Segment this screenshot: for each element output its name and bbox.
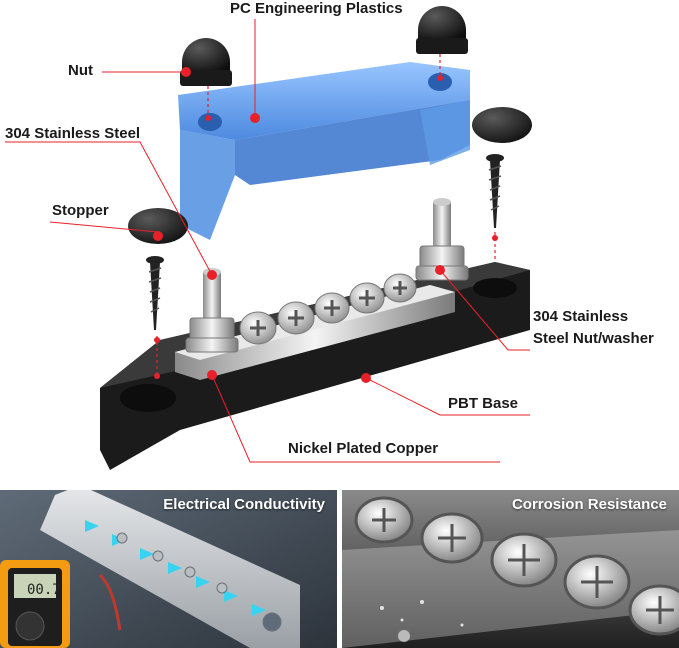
stud-right [415,198,469,281]
exploded-view-diagram [5,6,532,470]
label-nickel-plated-copper: Nickel Plated Copper [288,440,439,457]
stud-left [185,268,239,353]
label-stopper: Stopper [52,202,109,219]
title-electrical-conductivity: Electrical Conductivity [163,496,325,513]
label-nut: Nut [68,62,93,79]
corrosion-photo [342,490,679,648]
label-nut-washer-line2: Steel Nut/washer [533,330,654,347]
callout-dots [153,67,498,383]
multimeter-readout: 00.7 [27,582,61,598]
wood-screw-right [486,154,504,228]
busbar-screws [239,273,417,345]
conductivity-photo [0,490,337,648]
pbt-base [100,262,530,470]
callout-lines [5,19,530,463]
panel-electrical-conductivity: 00.7 Electrical Conductivity [0,490,337,648]
stopper-right [472,107,532,143]
label-pc-engineering-plastics: PC Engineering Plastics [230,0,403,17]
wood-screw-left [146,256,164,330]
panel-corrosion-resistance: Corrosion Resistance [342,490,679,648]
cap-nut-right [416,6,468,54]
title-corrosion-resistance: Corrosion Resistance [511,496,667,513]
label-304-stainless-steel: 304 Stainless Steel [5,125,141,142]
label-nut-washer-line1: 304 Stainless [533,308,629,325]
nickel-copper-busbar [175,285,455,380]
pc-cover [178,62,470,240]
label-pbt-base: PBT Base [448,395,519,412]
stopper-left [128,208,188,244]
cap-nut-left [180,38,232,86]
